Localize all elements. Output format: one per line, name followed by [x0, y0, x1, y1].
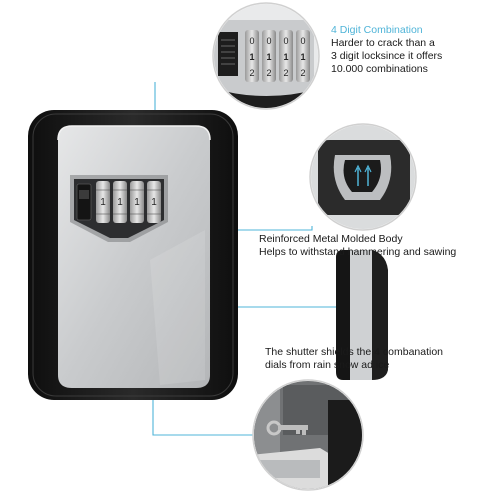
dial-digit: 1	[134, 197, 140, 208]
callout-combination-line: 10.000 combinations	[331, 63, 428, 75]
svg-text:2: 2	[300, 68, 305, 78]
dial-digit: 1	[100, 197, 106, 208]
svg-text:0: 0	[283, 36, 288, 46]
svg-text:1: 1	[266, 52, 271, 62]
svg-text:2: 2	[266, 68, 271, 78]
key-icon	[266, 420, 308, 436]
svg-text:0: 0	[249, 36, 254, 46]
callout-body: Reinforced Metal Molded Body Helps to wi…	[259, 233, 456, 259]
svg-text:2: 2	[249, 68, 254, 78]
zoom-circle-shutter	[252, 379, 364, 491]
svg-text:0: 0	[300, 36, 305, 46]
dial-digit: 1	[151, 197, 157, 208]
callout-combination-line: Harder to crack than a	[331, 37, 435, 49]
callout-shutter: The shutter shields the 4 combanation di…	[265, 346, 443, 372]
callout-shutter-line: The shutter shields the 4 combanation	[265, 346, 444, 358]
zoom-circle-combination: 0 0 0 0 1 1 1 1 2 2 2 2	[212, 2, 320, 110]
combination-dials: 1 1 1 1	[96, 181, 161, 223]
svg-text:0: 0	[266, 36, 271, 46]
svg-text:1: 1	[249, 52, 254, 62]
callout-combination-line: 3 digit locksince it offers	[331, 50, 443, 62]
dial-digit: 1	[117, 197, 123, 208]
svg-text:2: 2	[283, 68, 288, 78]
svg-text:1: 1	[283, 52, 288, 62]
callout-combination: 4 Digit Combination Harder to crack than…	[331, 24, 442, 76]
callout-body-line: Reinforced Metal Molded Body	[259, 233, 403, 245]
svg-text:1: 1	[300, 52, 305, 62]
lock-box: 1 1 1 1	[28, 110, 238, 400]
callout-body-line: Helps to withstand hammering and sawing	[259, 246, 457, 258]
zoom-circle-shutter-dial	[309, 123, 417, 231]
callout-shutter-line: dials from rain snow ad ice	[265, 359, 390, 371]
body-edge-detail	[336, 250, 388, 380]
callout-combination-title: 4 Digit Combination	[331, 24, 423, 36]
